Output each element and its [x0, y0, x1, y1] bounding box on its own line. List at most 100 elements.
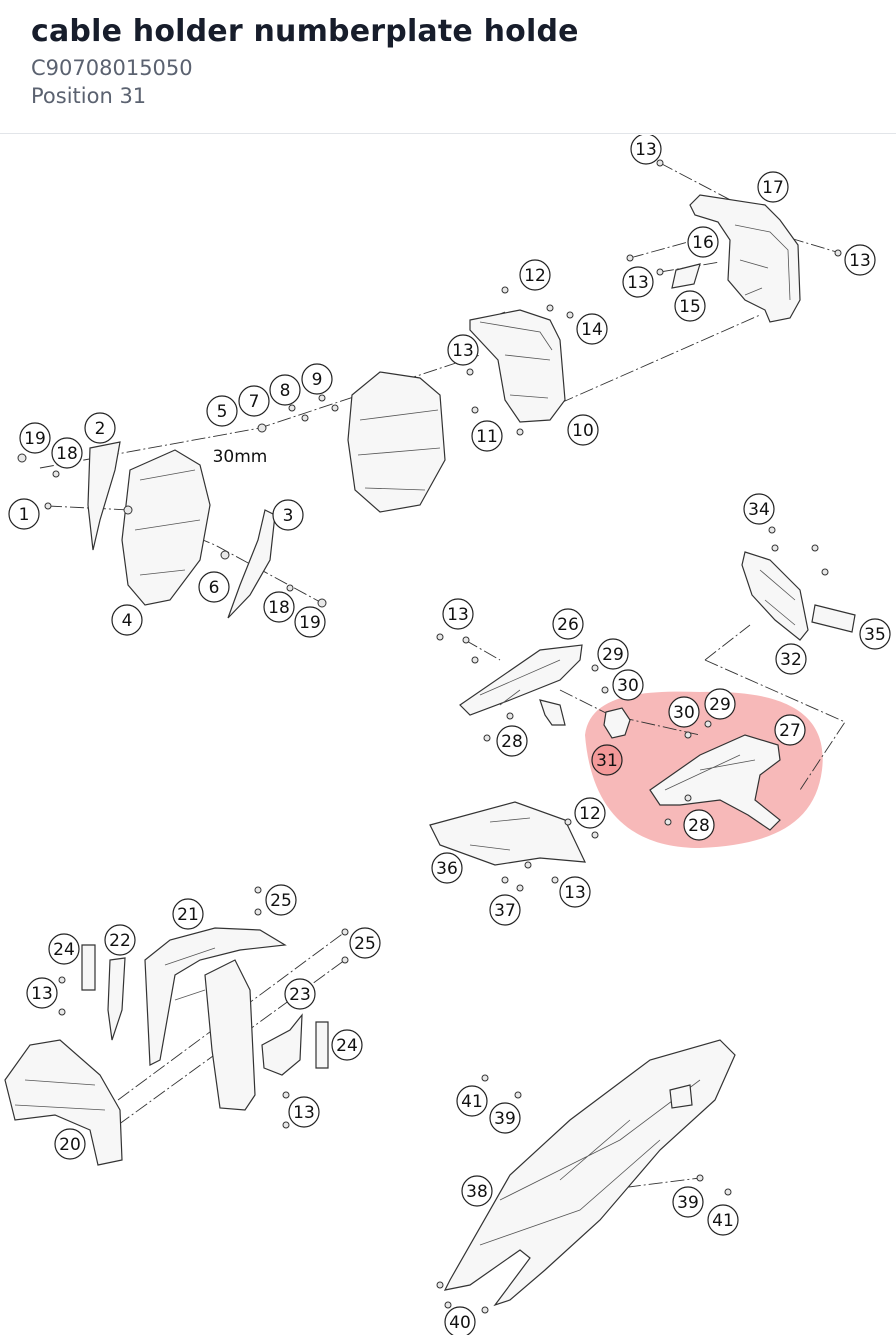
callout-number: 17 — [762, 178, 784, 198]
callout-number: 18 — [56, 444, 78, 464]
callout-number: 8 — [280, 381, 291, 401]
callout-number: 32 — [780, 650, 802, 670]
callout-13[interactable]: 13 — [288, 1096, 320, 1128]
callout-21[interactable]: 21 — [172, 898, 204, 930]
callout-number: 14 — [581, 320, 603, 340]
callout-13[interactable]: 13 — [844, 244, 876, 276]
callout-13[interactable]: 13 — [26, 977, 58, 1009]
callout-27[interactable]: 27 — [774, 714, 806, 746]
callout-31[interactable]: 31 — [591, 744, 623, 776]
fasteners — [17, 159, 842, 1314]
callout-number: 10 — [572, 421, 594, 441]
header: cable holder numberplate holde C90708015… — [0, 0, 896, 134]
callout-28[interactable]: 28 — [496, 725, 528, 757]
callout-number: 13 — [293, 1103, 315, 1123]
callout-5[interactable]: 5 — [206, 395, 238, 427]
callout-13[interactable]: 13 — [622, 266, 654, 298]
callout-number: 23 — [289, 985, 311, 1005]
callout-number: 36 — [436, 859, 458, 879]
callout-41[interactable]: 41 — [456, 1085, 488, 1117]
callout-39[interactable]: 39 — [489, 1102, 521, 1134]
instrument-bracket-part — [469, 309, 566, 423]
callout-41[interactable]: 41 — [707, 1204, 739, 1236]
callout-number: 30 — [673, 703, 695, 723]
cable-holder-31-part — [603, 707, 631, 739]
callout-39[interactable]: 39 — [672, 1186, 704, 1218]
callout-4[interactable]: 4 — [111, 604, 143, 636]
callout-number: 20 — [59, 1135, 81, 1155]
callout-number: 30 — [617, 676, 639, 696]
callout-number: 41 — [461, 1092, 483, 1112]
callout-number: 16 — [692, 233, 714, 253]
callout-number: 11 — [476, 427, 498, 447]
callout-12[interactable]: 12 — [574, 797, 606, 829]
callout-14[interactable]: 14 — [576, 313, 608, 345]
callout-number: 22 — [109, 931, 131, 951]
callout-23[interactable]: 23 — [284, 978, 316, 1010]
callout-38[interactable]: 38 — [461, 1175, 493, 1207]
callout-number: 18 — [268, 598, 290, 618]
callout-34[interactable]: 34 — [743, 493, 775, 525]
numberplate-holder-part — [459, 644, 583, 726]
callout-19[interactable]: 19 — [294, 606, 326, 638]
callout-number: 31 — [596, 751, 618, 771]
callout-number: 27 — [779, 721, 801, 741]
callout-number: 34 — [748, 500, 770, 520]
callout-number: 29 — [709, 695, 731, 715]
callout-13[interactable]: 13 — [630, 135, 662, 165]
callout-6[interactable]: 6 — [198, 571, 230, 603]
callout-30[interactable]: 30 — [612, 669, 644, 701]
callout-number: 19 — [24, 429, 46, 449]
callout-3[interactable]: 3 — [272, 499, 304, 531]
callout-29[interactable]: 29 — [597, 638, 629, 670]
callout-number: 35 — [864, 625, 886, 645]
callout-number: 9 — [312, 370, 323, 390]
callout-number: 39 — [494, 1109, 516, 1129]
callout-24[interactable]: 24 — [331, 1029, 363, 1061]
callout-20[interactable]: 20 — [54, 1128, 86, 1160]
callout-7[interactable]: 7 — [238, 385, 270, 417]
position-label: Position 31 — [31, 84, 147, 108]
dimension-label: 30mm — [213, 447, 268, 467]
callout-28[interactable]: 28 — [683, 809, 715, 841]
callout-25[interactable]: 25 — [265, 884, 297, 916]
callout-32[interactable]: 32 — [775, 643, 807, 675]
callout-number: 38 — [466, 1182, 488, 1202]
callout-24[interactable]: 24 — [48, 933, 80, 965]
callout-9[interactable]: 9 — [301, 363, 333, 395]
callout-29[interactable]: 29 — [704, 688, 736, 720]
headlight-part — [347, 371, 446, 513]
callout-number: 28 — [501, 732, 523, 752]
callout-15[interactable]: 15 — [674, 290, 706, 322]
callout-18[interactable]: 18 — [263, 591, 295, 623]
callout-1[interactable]: 1 — [8, 498, 40, 530]
callout-26[interactable]: 26 — [552, 608, 584, 640]
callout-17[interactable]: 17 — [757, 171, 789, 203]
callout-number: 39 — [677, 1193, 699, 1213]
callout-number: 25 — [354, 934, 376, 954]
callout-8[interactable]: 8 — [269, 374, 301, 406]
callout-35[interactable]: 35 — [859, 618, 891, 650]
callout-18[interactable]: 18 — [51, 437, 83, 469]
callout-30[interactable]: 30 — [668, 696, 700, 728]
callout-13[interactable]: 13 — [442, 598, 474, 630]
callout-22[interactable]: 22 — [104, 924, 136, 956]
callout-number: 2 — [95, 419, 106, 439]
fairing-part — [87, 441, 276, 619]
callout-2[interactable]: 2 — [84, 412, 116, 444]
callout-number: 4 — [122, 611, 133, 631]
callout-16[interactable]: 16 — [687, 226, 719, 258]
cover-plate-part — [429, 801, 586, 866]
callout-36[interactable]: 36 — [431, 852, 463, 884]
callout-11[interactable]: 11 — [471, 420, 503, 452]
callout-13[interactable]: 13 — [559, 876, 591, 908]
callout-19[interactable]: 19 — [19, 422, 51, 454]
callout-number: 21 — [177, 905, 199, 925]
callout-10[interactable]: 10 — [567, 414, 599, 446]
callout-37[interactable]: 37 — [489, 894, 521, 926]
callout-12[interactable]: 12 — [519, 259, 551, 291]
callout-13[interactable]: 13 — [447, 334, 479, 366]
callout-40[interactable]: 40 — [444, 1306, 476, 1335]
callout-25[interactable]: 25 — [349, 927, 381, 959]
